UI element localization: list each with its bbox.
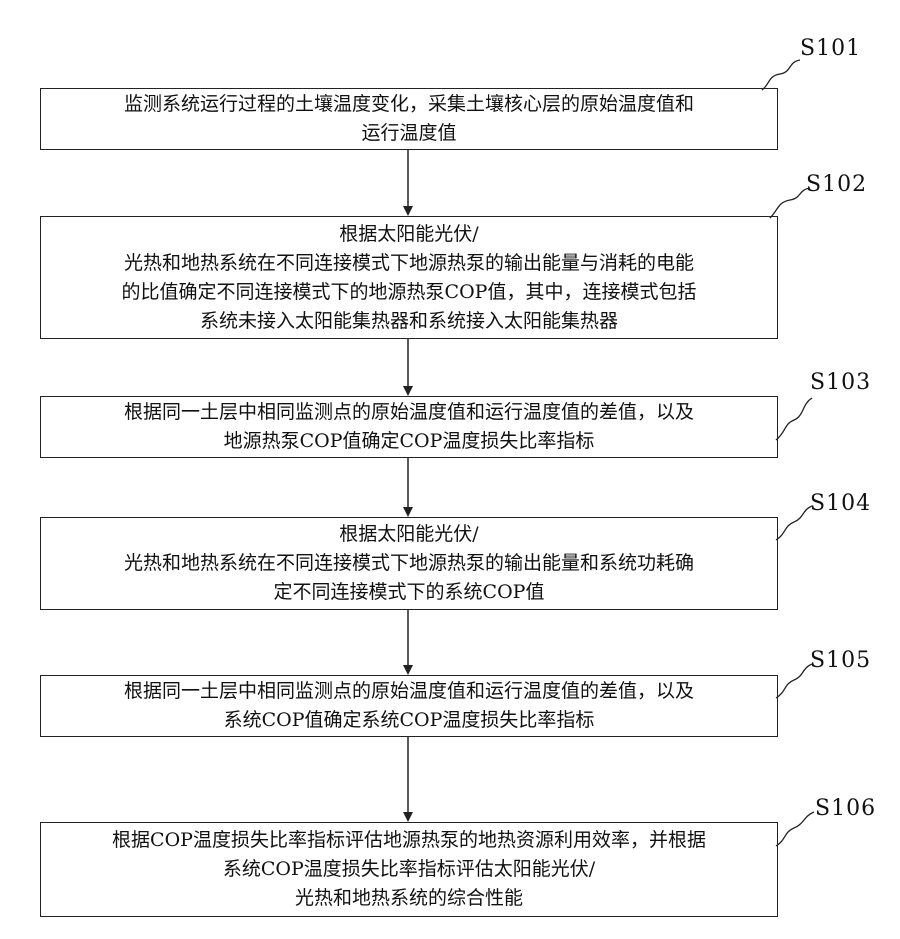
leader-curve-s103 [776,398,812,440]
leader-curve-s105 [776,664,812,698]
leader-curve-s102 [770,188,810,218]
leader-curve-s104 [776,506,812,540]
leader-curve-s106 [776,812,814,846]
leader-curve-s101 [762,60,800,90]
